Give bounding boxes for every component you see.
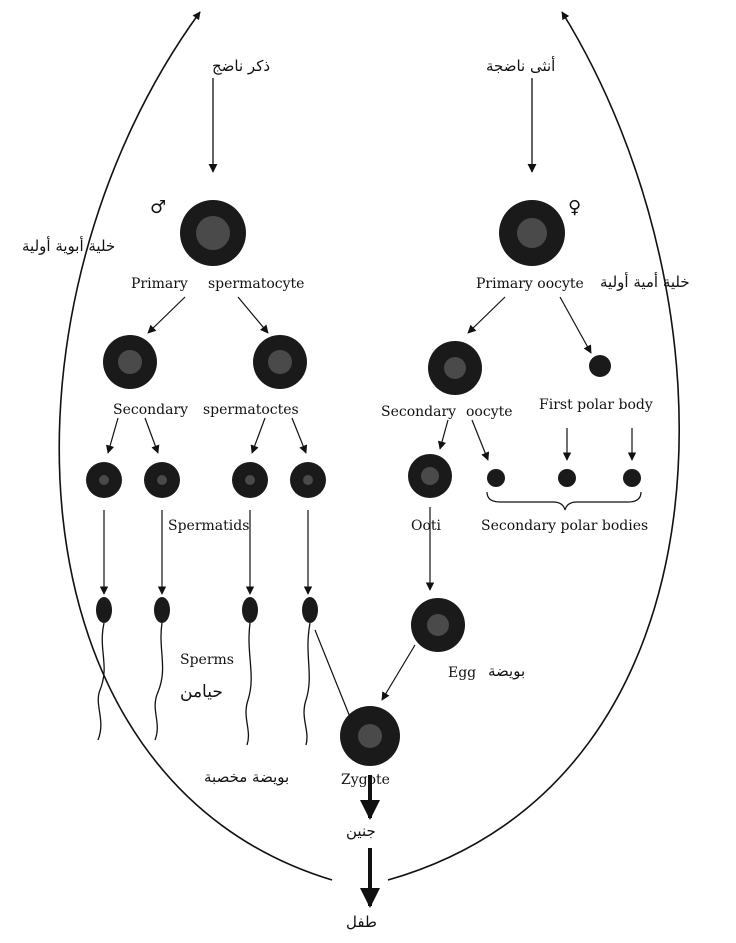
- embryo-arabic-label: جنين: [346, 822, 376, 840]
- sperm-1: [96, 597, 112, 623]
- arrow-to-ootid: [437, 419, 449, 450]
- arrow-to-first-polar-body: [559, 296, 592, 354]
- female-symbol-icon: ♀: [568, 197, 582, 218]
- arrow-egg-to-zygote: [381, 644, 416, 701]
- sperm-3: [242, 597, 258, 623]
- male-adult-label: ذكر ناضج: [212, 57, 271, 75]
- zygote-label: Zygote: [341, 772, 390, 788]
- secondary-polar-body-2: [558, 469, 576, 487]
- first-polar-body-cell: [589, 355, 611, 377]
- life-cycle-arrow-left: [58, 11, 333, 881]
- secondary-oocyte-label-word2: oocyte: [466, 404, 513, 420]
- primary-spermatocyte-label-word1: Primary: [131, 276, 188, 292]
- arrow-to-spermatid-2: [144, 417, 160, 454]
- primary-oocyte-label: Primary oocyte: [476, 276, 584, 292]
- primary-spermatocyte-label-word2: spermatocyte: [208, 276, 305, 292]
- secondary-polar-body-3: [623, 469, 641, 487]
- ootid-label: Ooti: [411, 518, 442, 534]
- secondary-spermatocytes-label-word1: Secondary: [113, 402, 189, 418]
- first-polar-body-label: First polar body: [539, 397, 653, 413]
- polar-bodies-brace: [486, 491, 642, 511]
- female-adult-label: أنثى ناضجة: [486, 57, 556, 75]
- egg-arabic-label: بويضة: [488, 662, 526, 680]
- primary-oocyte-arabic-label: خلية أمية أولية: [600, 273, 690, 291]
- zygote-arabic-label: بويضة مخصبة: [204, 768, 290, 786]
- spermatids-label: Spermatids: [168, 518, 250, 534]
- sperm-4: [302, 597, 318, 623]
- sperms-label: Sperms: [180, 652, 234, 668]
- secondary-polar-bodies-label: Secondary polar bodies: [481, 518, 649, 534]
- arrow-to-secondary-spermatocyte-left: [147, 296, 186, 334]
- life-cycle-arrow-right: [387, 11, 680, 881]
- primary-spermatocyte-arabic-label: خلية أبوية أولية: [22, 237, 116, 255]
- arrow-to-spermatid-3: [250, 417, 266, 454]
- egg-label: Egg: [448, 665, 477, 681]
- arrow-to-spermatid-1: [106, 417, 119, 454]
- secondary-polar-body-1: [487, 469, 505, 487]
- arrow-to-secondary-oocyte: [467, 296, 506, 334]
- male-symbol-icon: ♂: [150, 197, 167, 218]
- secondary-spermatocytes-label-word2: spermatoctes: [203, 402, 299, 418]
- sperms-arabic-label: حيامن: [180, 682, 223, 702]
- sperm-2: [154, 597, 170, 623]
- secondary-oocyte-label-word1: Secondary: [381, 404, 457, 420]
- child-arabic-label: طفل: [346, 913, 377, 931]
- arrow-to-secondary-spermatocyte-right: [237, 296, 269, 334]
- arrow-to-secondary-polar-body-1: [471, 419, 490, 461]
- arrow-to-spermatid-4: [291, 417, 308, 454]
